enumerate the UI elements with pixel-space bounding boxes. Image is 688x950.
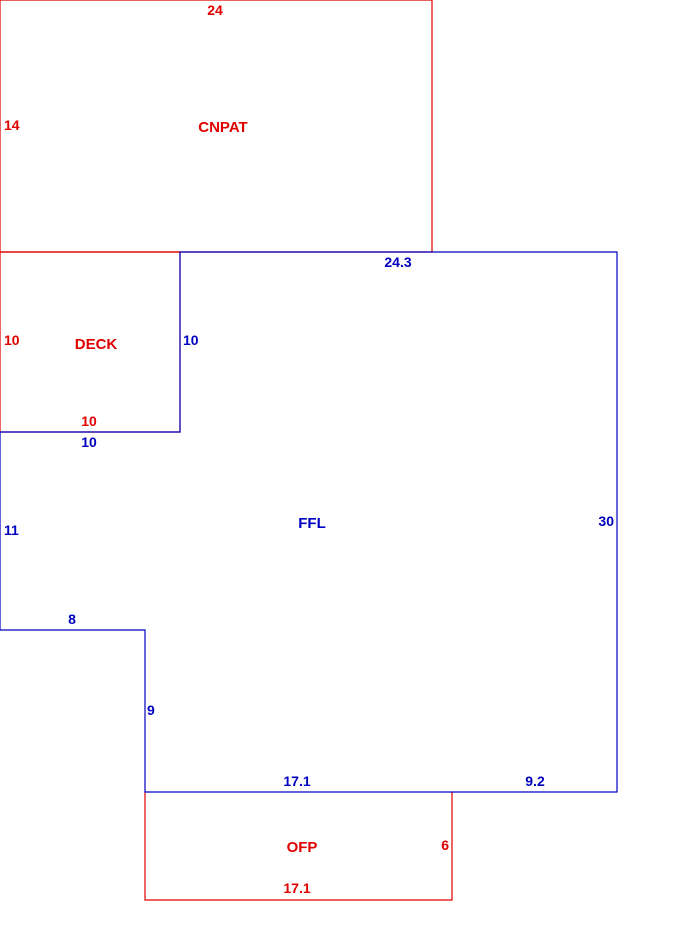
ffl-bottom-left-dimension: 17.1 (283, 773, 310, 789)
deck-area-label: DECK (75, 336, 118, 353)
ffl-outline (0, 251, 618, 793)
ffl-step-side-dimension: 9 (147, 702, 155, 718)
ffl-top-dimension: 24.3 (384, 254, 411, 270)
cnpat-area-label: CNPAT (198, 119, 247, 136)
ofp-bottom-dimension: 17.1 (283, 880, 310, 896)
ffl-deck-side-dimension: 10 (183, 332, 199, 348)
ofp-outline (144, 792, 453, 901)
ffl-right-dimension: 30 (598, 513, 614, 529)
ffl-left-dimension: 11 (4, 522, 19, 538)
cnpat-top-dimension: 24 (207, 2, 223, 18)
ofp-area-label: OFP (287, 839, 318, 856)
deck-bottom-dimension: 10 (81, 413, 97, 429)
ffl-deck-bottom-dimension: 10 (81, 434, 97, 450)
ffl-step-top-dimension: 8 (68, 611, 76, 627)
ffl-bottom-right-dimension: 9.2 (525, 773, 545, 789)
cnpat-left-dimension: 14 (4, 117, 20, 133)
deck-left-dimension: 10 (4, 332, 20, 348)
ofp-right-dimension: 6 (441, 837, 449, 853)
ffl-area-label: FFL (298, 515, 326, 532)
